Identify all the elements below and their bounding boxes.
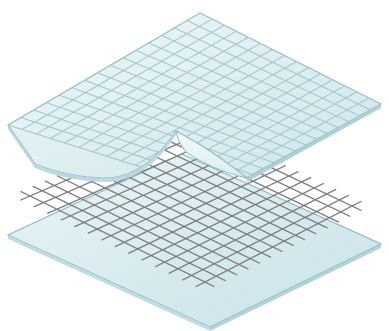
mesh-line [128, 171, 299, 254]
top-glass-pane [7, 12, 383, 182]
top-grid-line [8, 124, 221, 178]
top-grid-line [58, 94, 264, 170]
mesh-line [155, 182, 324, 268]
mesh-line [20, 190, 215, 288]
top-grid-line [122, 57, 318, 140]
mesh-line [32, 185, 226, 282]
top-grid-line [106, 54, 286, 157]
top-grid-line [161, 34, 350, 123]
peeled-corner-curl [175, 130, 248, 179]
top-grid-line [120, 60, 298, 162]
mesh-line [114, 165, 286, 248]
top-grid-line [148, 42, 339, 129]
top-grid-line [92, 48, 273, 153]
mesh-line [56, 175, 249, 270]
top-grid-line [109, 64, 307, 146]
top-grid-line [84, 79, 285, 158]
top-grid-line [21, 18, 213, 131]
top-grid-line [97, 72, 296, 152]
top-grid-line [78, 42, 261, 148]
mesh-line [168, 188, 337, 274]
mesh-line [141, 176, 312, 261]
top-grid-line [35, 24, 225, 135]
top-grid-line [71, 87, 275, 164]
top-grid-line [49, 30, 237, 139]
top-grid-line [63, 36, 249, 144]
top-grid-line [135, 49, 328, 134]
mesh-line [68, 170, 260, 264]
mesh-line [195, 200, 362, 288]
mesh-line [129, 143, 317, 235]
top-pane-grid [8, 13, 381, 178]
top-grid-line [186, 19, 371, 111]
top-grid-line [8, 13, 201, 126]
mesh-line [44, 180, 238, 276]
top-grid-line [173, 27, 361, 117]
mesh-line [141, 138, 328, 229]
mesh-line [181, 194, 349, 281]
